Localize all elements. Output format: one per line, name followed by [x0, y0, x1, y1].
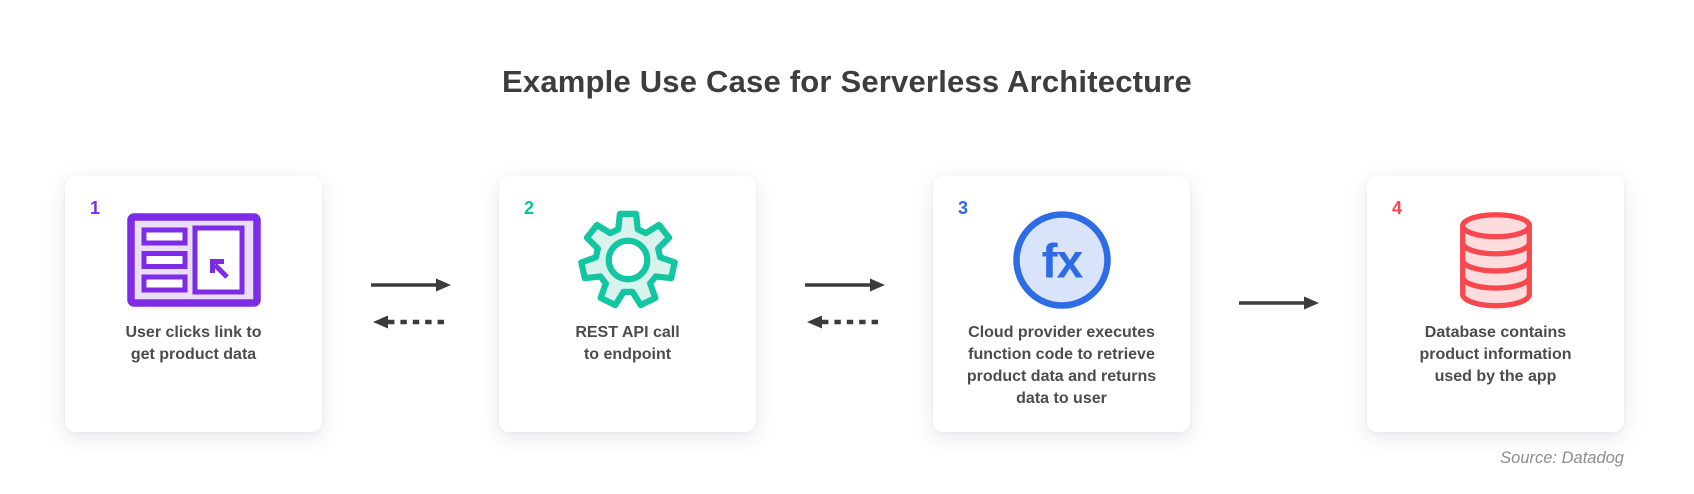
- step-caption-1: User clicks link to get product data: [125, 324, 262, 363]
- flow-row: 1 User clicks link to get product data: [65, 176, 1624, 432]
- arrow-right-solid-icon: [1238, 296, 1319, 310]
- arrow-right-solid-icon: [370, 278, 451, 292]
- function-fx-icon: fx: [933, 208, 1190, 312]
- arrow-right-solid-icon: [804, 278, 885, 292]
- connector-2-3: [756, 176, 933, 432]
- step-caption-3: Cloud provider executes function code to…: [966, 324, 1157, 407]
- arrow-left-dashed-icon: [806, 315, 884, 329]
- step-card-rest-api: 2 REST API call to endpoint: [499, 176, 756, 432]
- diagram-title: Example Use Case for Serverless Architec…: [502, 64, 1192, 99]
- fx-label: fx: [1041, 236, 1083, 289]
- step-number-1: 1: [90, 198, 101, 218]
- gear-icon: [499, 208, 756, 312]
- step-number-3: 3: [958, 198, 969, 218]
- step-number-4: 4: [1392, 198, 1403, 218]
- database-icon: [1367, 208, 1624, 312]
- step-card-database: 4 Database contains product information …: [1367, 176, 1624, 432]
- connector-1-2: [322, 176, 499, 432]
- step-caption-2: REST API call to endpoint: [575, 324, 680, 363]
- step-number-2: 2: [524, 198, 535, 218]
- browser-window-icon: [65, 208, 322, 312]
- step-card-cloud-function: 3 fx Cloud provider executes function co…: [933, 176, 1190, 432]
- source-attribution: Source: Datadog: [1500, 449, 1624, 467]
- step-caption-4: Database contains product information us…: [1419, 324, 1572, 385]
- connector-3-4: [1190, 176, 1367, 432]
- arrow-left-dashed-icon: [372, 315, 450, 329]
- step-card-user-click: 1 User clicks link to get product data: [65, 176, 322, 432]
